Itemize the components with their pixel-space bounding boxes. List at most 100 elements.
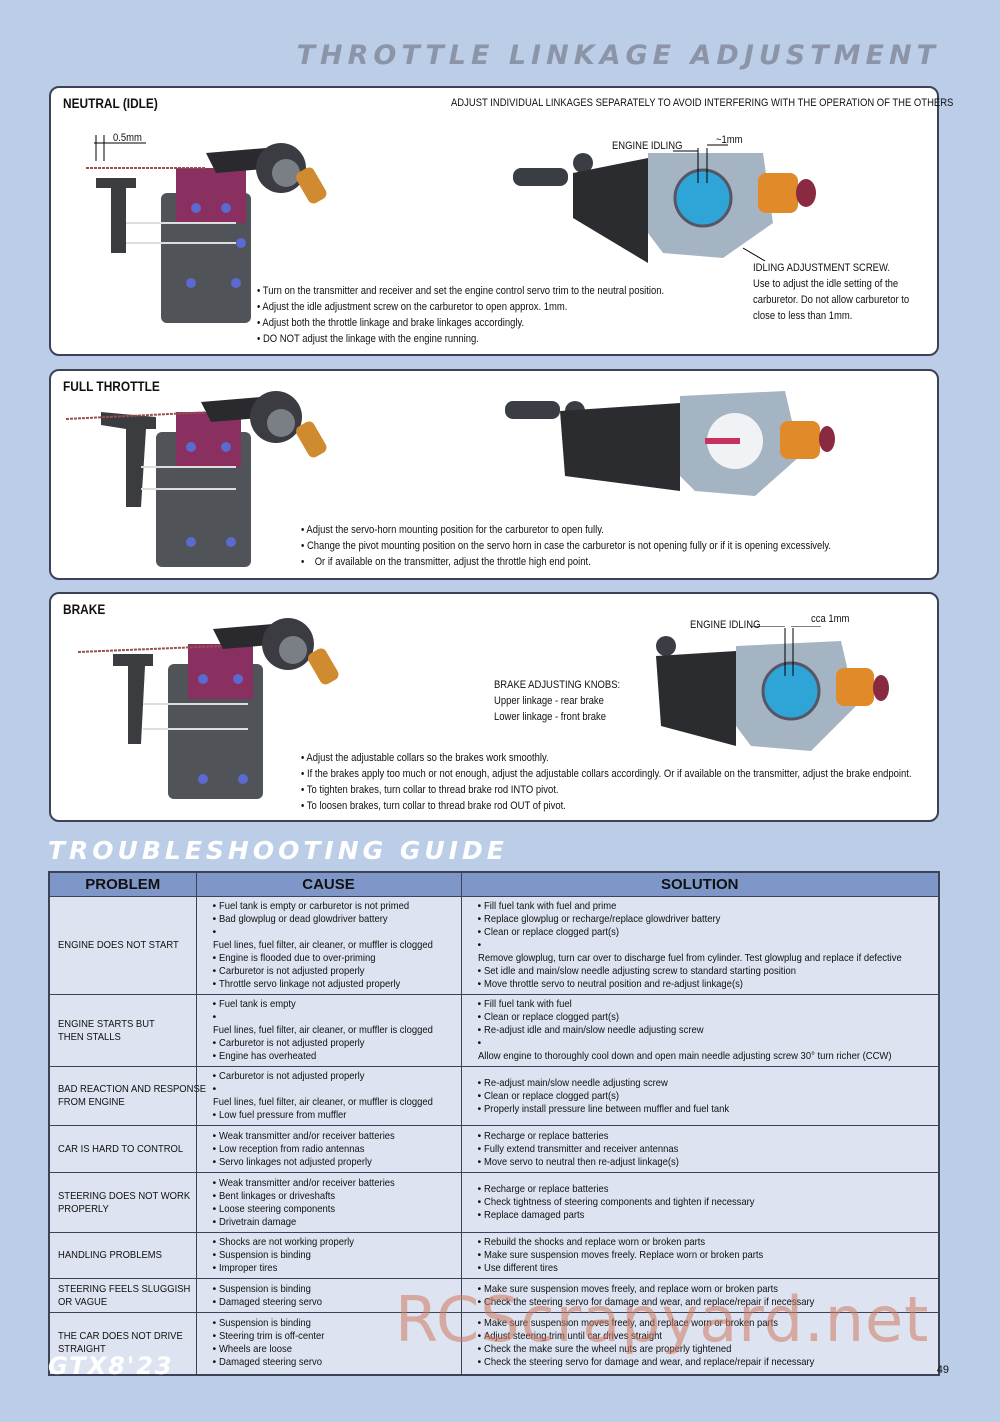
problem-cell: ENGINE DOES NOT START [48, 896, 197, 995]
list-item: Make sure suspension moves freely, and r… [478, 1317, 933, 1330]
full-throttle-title: FULL THROTTLE [63, 379, 160, 394]
neutral-linkage-illustration [86, 135, 327, 323]
cause-cell: Weak transmitter and/or receiver batteri… [195, 1172, 462, 1233]
list-item: Fill fuel tank with fuel [478, 998, 933, 1011]
list-item: Damaged steering servo [213, 1356, 455, 1369]
list-item: Clean or replace clogged part(s) [478, 1090, 933, 1103]
list-item: Check the steering servo for damage and … [478, 1356, 933, 1369]
table-row: HANDLING PROBLEMSShocks are not working … [48, 1232, 940, 1279]
neutral-bullets: Turn on the transmitter and receiver and… [257, 283, 664, 347]
brake-carburetor-illustration [656, 626, 889, 751]
list-item: Fuel tank is empty [213, 998, 455, 1011]
header-cause: CAUSE [195, 871, 462, 897]
brake-linkage-illustration [77, 618, 339, 799]
list-item: Drivetrain damage [213, 1216, 455, 1229]
solution-cell: Fill fuel tank with fuelClean or replace… [460, 994, 940, 1067]
list-item: Make sure suspension moves freely. Repla… [478, 1249, 933, 1262]
brand-logo: GTX8'23 [48, 1352, 174, 1380]
full-throttle-carburetor-illustration [505, 391, 835, 496]
solution-cell: Make sure suspension moves freely, and r… [460, 1312, 940, 1375]
screw-callout: IDLING ADJUSTMENT SCREW. Use to adjust t… [753, 262, 910, 322]
troubleshooting-title: TROUBLESHOOTING GUIDE [48, 836, 508, 865]
page-title: THROTTLE LINKAGE ADJUSTMENT [296, 40, 940, 71]
list-item: Suspension is binding [213, 1283, 455, 1296]
table-header-row: PROBLEM CAUSE SOLUTION [48, 871, 940, 897]
list-item: Or if available on the transmitter, adju… [301, 554, 831, 570]
list-item: Move servo to neutral then re-adjust lin… [478, 1156, 933, 1169]
list-item: Replace glowplug or recharge/replace glo… [478, 913, 933, 926]
list-item: Clean or replace clogged part(s) [478, 926, 933, 939]
cause-cell: Suspension is bindingDamaged steering se… [195, 1278, 462, 1313]
table-row: CAR IS HARD TO CONTROL Weak transmitter a… [48, 1125, 940, 1173]
list-item: Recharge or replace batteries [478, 1130, 933, 1143]
list-item: To loosen brakes, turn collar to thread … [301, 798, 912, 814]
list-item: Engine has overheated [213, 1050, 455, 1063]
list-item: Set idle and main/slow needle adjusting … [478, 965, 933, 978]
list-item: Change the pivot mounting position on th… [301, 538, 831, 554]
list-item: Steering trim is off-center [213, 1330, 455, 1343]
list-item: Check the steering servo for damage and … [478, 1296, 933, 1309]
solution-cell: Recharge or replace batteriesFully exten… [460, 1125, 940, 1173]
brake-title: BRAKE [63, 602, 106, 617]
list-item: Suspension is binding [213, 1317, 455, 1330]
list-item: Move throttle servo to neutral position … [478, 978, 933, 991]
problem-cell: CAR IS HARD TO CONTROL [48, 1125, 197, 1173]
list-item: Carburetor is not adjusted properly [213, 965, 455, 978]
list-item: Adjust steering trim until car drives st… [478, 1330, 933, 1343]
list-item: Carburetor is not adjusted properly [213, 1037, 455, 1050]
table-row: ENGINE DOES NOT START Fuel tank is empty … [48, 896, 940, 995]
list-item: Rebuild the shocks and replace worn or b… [478, 1236, 933, 1249]
list-item: Fuel lines, fuel filter, air cleaner, or… [213, 1011, 455, 1037]
list-item: Shocks are not working properly [213, 1236, 455, 1249]
list-item: Weak transmitter and/or receiver batteri… [213, 1130, 455, 1143]
list-item: Carburetor is not adjusted properly [213, 1070, 455, 1083]
list-item: Turn on the transmitter and receiver and… [257, 283, 664, 299]
list-item: Check the make sure the wheel nuts are p… [478, 1343, 933, 1356]
brake-panel: BRAKE ENGINE IDLING cca 1mm BRAKE ADJUST… [49, 592, 939, 822]
page-number: 49 [936, 1364, 949, 1376]
approx-label: ~1mm [716, 134, 743, 146]
list-item: Allow engine to thoroughly cool down and… [478, 1037, 933, 1063]
list-item: Remove glowplug, turn car over to discha… [478, 939, 933, 965]
list-item: Adjust the adjustable collars so the bra… [301, 750, 912, 766]
list-item: Fill fuel tank with fuel and prime [478, 900, 933, 913]
gap-label: 0.5mm [113, 132, 142, 144]
brake-knobs-callout: BRAKE ADJUSTING KNOBS: Upper linkage - r… [494, 679, 621, 723]
cause-cell: Fuel tank is emptyFuel lines, fuel filte… [195, 994, 462, 1067]
list-item: Fuel tank is empty or carburetor is not … [213, 900, 455, 913]
troubleshooting-rows: ENGINE DOES NOT START Fuel tank is empty … [48, 896, 940, 1375]
brake-bullets: Adjust the adjustable collars so the bra… [301, 750, 912, 814]
list-item: Throttle servo linkage not adjusted prop… [213, 978, 455, 991]
list-item: Weak transmitter and/or receiver batteri… [213, 1177, 455, 1190]
list-item: DO NOT adjust the linkage with the engin… [257, 331, 664, 347]
header-solution: SOLUTION [460, 871, 940, 897]
list-item: Clean or replace clogged part(s) [478, 1011, 933, 1024]
list-item: Recharge or replace batteries [478, 1183, 933, 1196]
list-item: Wheels are loose [213, 1343, 455, 1356]
list-item: Fuel lines, fuel filter, air cleaner, or… [213, 1083, 455, 1109]
list-item: Adjust both the throttle linkage and bra… [257, 315, 664, 331]
linkage-note: ADJUST INDIVIDUAL LINKAGES SEPARATELY TO… [451, 97, 954, 109]
list-item: Adjust the idle adjustment screw on the … [257, 299, 664, 315]
list-item: If the brakes apply too much or not enou… [301, 766, 912, 782]
list-item: To tighten brakes, turn collar to thread… [301, 782, 912, 798]
list-item: Adjust the servo-horn mounting position … [301, 522, 831, 538]
list-item: Improper tires [213, 1262, 455, 1275]
full-throttle-linkage-illustration [65, 391, 327, 567]
list-item: Fully extend transmitter and receiver an… [478, 1143, 933, 1156]
solution-cell: Fill fuel tank with fuel and primeReplac… [460, 896, 940, 995]
full-throttle-bullets: Adjust the servo-horn mounting position … [301, 522, 831, 570]
list-item: Bad glowplug or dead glowdriver battery [213, 913, 455, 926]
engine-idling-label: ENGINE IDLING [612, 140, 683, 152]
solution-cell: Recharge or replace batteriesCheck tight… [460, 1172, 940, 1233]
